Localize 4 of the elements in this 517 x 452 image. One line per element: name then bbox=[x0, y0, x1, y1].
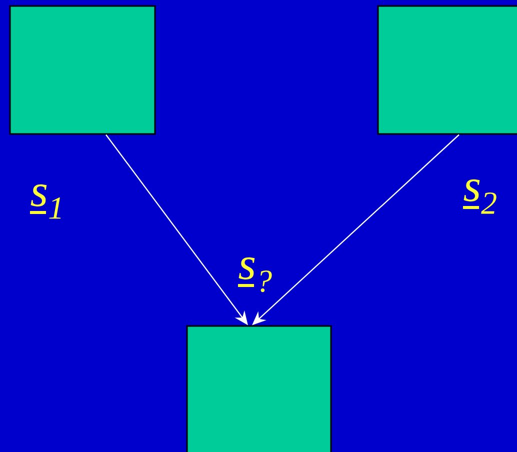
variable-label: s$_{2}$ bbox=[463, 179, 496, 214]
variable-label: s$_{1}$ bbox=[30, 184, 61, 219]
variable-label: s$_{?}$ bbox=[238, 257, 272, 292]
rectangle-box bbox=[9, 5, 156, 135]
